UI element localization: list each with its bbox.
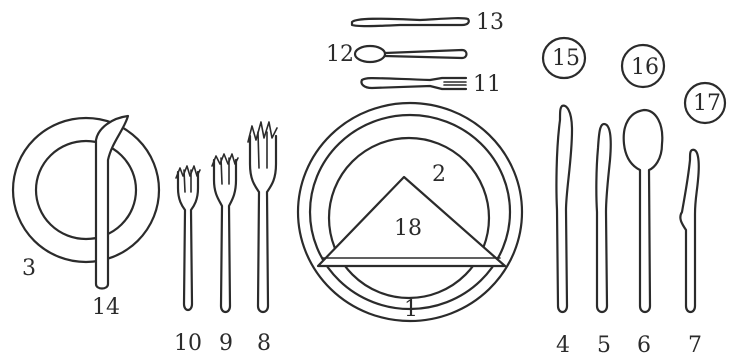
label-17: 17 xyxy=(693,91,721,116)
label-1: 1 xyxy=(404,297,418,322)
label-8: 8 xyxy=(257,331,271,356)
dessert-knife xyxy=(352,18,469,26)
label-3: 3 xyxy=(22,256,36,281)
spoon-6 xyxy=(624,110,663,312)
fish-knife-7 xyxy=(680,150,698,312)
label-12: 12 xyxy=(326,42,354,67)
label-5: 5 xyxy=(597,333,611,356)
label-10: 10 xyxy=(174,331,202,356)
fork-9 xyxy=(212,154,238,312)
fork-10 xyxy=(176,166,200,310)
bread-plate xyxy=(13,118,159,262)
label-4: 4 xyxy=(556,333,570,356)
label-18: 18 xyxy=(394,216,422,241)
butter-knife xyxy=(96,116,128,289)
label-16: 16 xyxy=(631,55,659,80)
knife-4 xyxy=(556,106,572,312)
label-11: 11 xyxy=(473,72,501,97)
label-9: 9 xyxy=(219,331,233,356)
label-7: 7 xyxy=(688,333,702,356)
label-14: 14 xyxy=(92,295,120,320)
label-6: 6 xyxy=(637,333,651,356)
fork-8 xyxy=(248,122,277,312)
knife-5 xyxy=(596,124,610,312)
label-13: 13 xyxy=(476,10,504,35)
label-15: 15 xyxy=(552,46,580,71)
dessert-spoon xyxy=(355,46,467,62)
label-2: 2 xyxy=(432,162,446,187)
dessert-fork xyxy=(361,78,466,89)
